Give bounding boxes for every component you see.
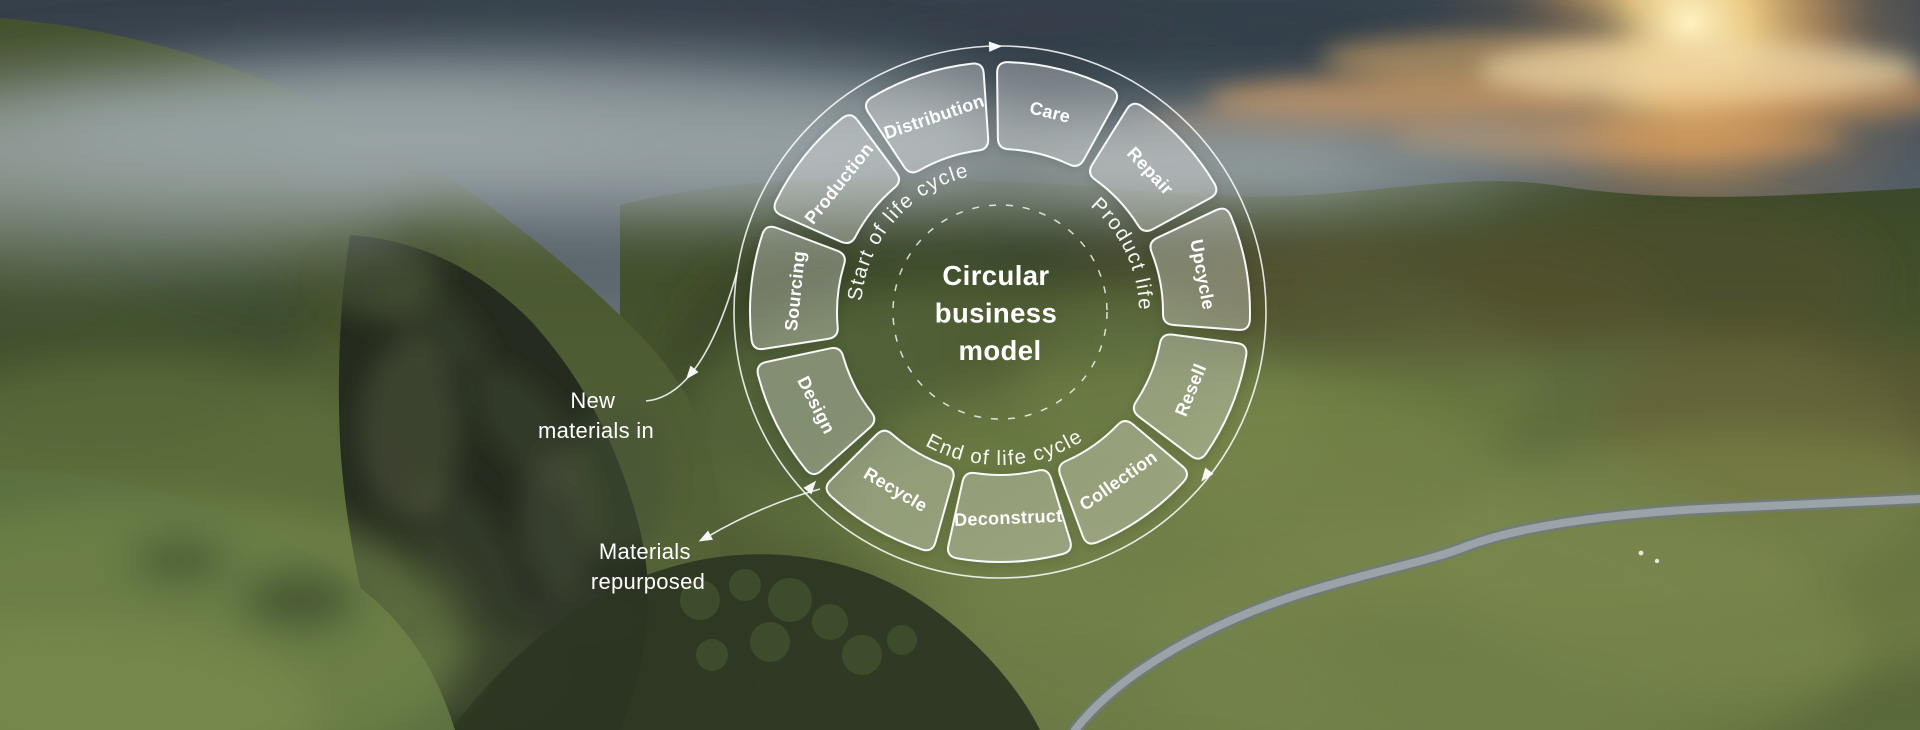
new-materials-arrowhead <box>686 365 699 380</box>
sheep-dot <box>1654 558 1660 564</box>
road <box>1068 492 1920 730</box>
grass-highlights <box>0 500 470 730</box>
gorge <box>450 554 1040 730</box>
orbit-arrow-top <box>988 41 1003 52</box>
segment-collection <box>1058 420 1188 545</box>
orbit-arrow-right <box>1201 467 1214 482</box>
new-materials-arrow-curve <box>645 271 738 402</box>
inner-dashed-ring <box>892 204 1108 420</box>
orbit-arrow-recycle <box>803 480 817 495</box>
segment-resell <box>1132 333 1248 460</box>
new-materials-label: New materials in <box>538 388 654 443</box>
materials-repurposed-label: Materials repurposed <box>591 539 705 594</box>
center-title: Circular business model <box>935 260 1065 366</box>
materials-repurposed-arrowhead <box>698 530 713 542</box>
segment-sourcing <box>749 225 846 351</box>
segment-production <box>773 114 900 244</box>
segment-care <box>996 61 1119 167</box>
segment-label-deconstruct: Deconstruct <box>954 506 1063 530</box>
segment-distribution <box>864 62 990 174</box>
segment-recycle <box>825 429 955 552</box>
materials-repurposed-arrow-curve <box>706 488 821 538</box>
sheep-dot <box>1638 550 1644 556</box>
segment-repair <box>1089 102 1218 232</box>
segment-deconstruct <box>947 469 1072 563</box>
segment-design <box>756 347 876 476</box>
bushes <box>680 569 917 675</box>
segment-upcycle <box>1149 207 1251 331</box>
